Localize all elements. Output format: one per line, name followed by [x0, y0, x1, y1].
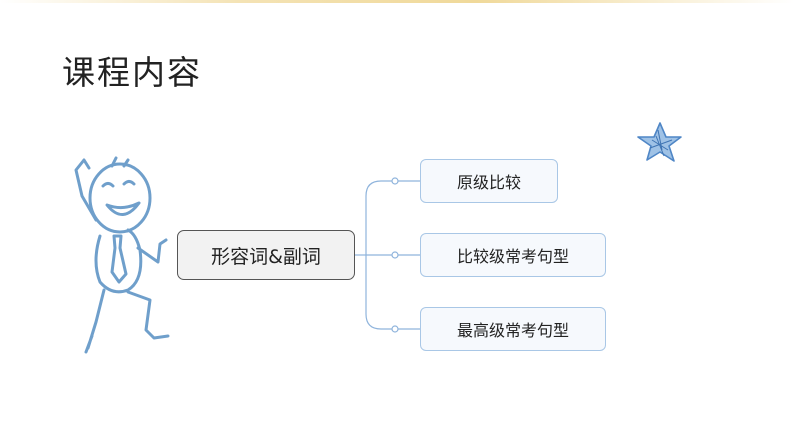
connector-branch-3 — [365, 255, 420, 330]
connector-dot-1 — [391, 177, 399, 185]
connector-dot-2 — [391, 251, 399, 259]
branch-node-superlative-patterns: 最高级常考句型 — [420, 307, 606, 351]
center-node-label: 形容词&副词 — [211, 245, 321, 268]
connector-dot-3 — [391, 325, 399, 333]
connector-branch-1 — [365, 180, 420, 255]
mindmap-center-node: 形容词&副词 — [177, 230, 355, 280]
branch-label: 比较级常考句型 — [456, 247, 569, 266]
branch-node-comparative-patterns: 比较级常考句型 — [420, 233, 606, 277]
page-title: 课程内容 — [62, 53, 202, 92]
branch-label: 原级比较 — [456, 173, 521, 192]
branch-label: 最高级常考句型 — [456, 321, 569, 340]
top-decorative-rule — [0, 0, 794, 3]
figure-head — [88, 162, 152, 234]
branch-node-positive-degree: 原级比较 — [420, 159, 558, 203]
